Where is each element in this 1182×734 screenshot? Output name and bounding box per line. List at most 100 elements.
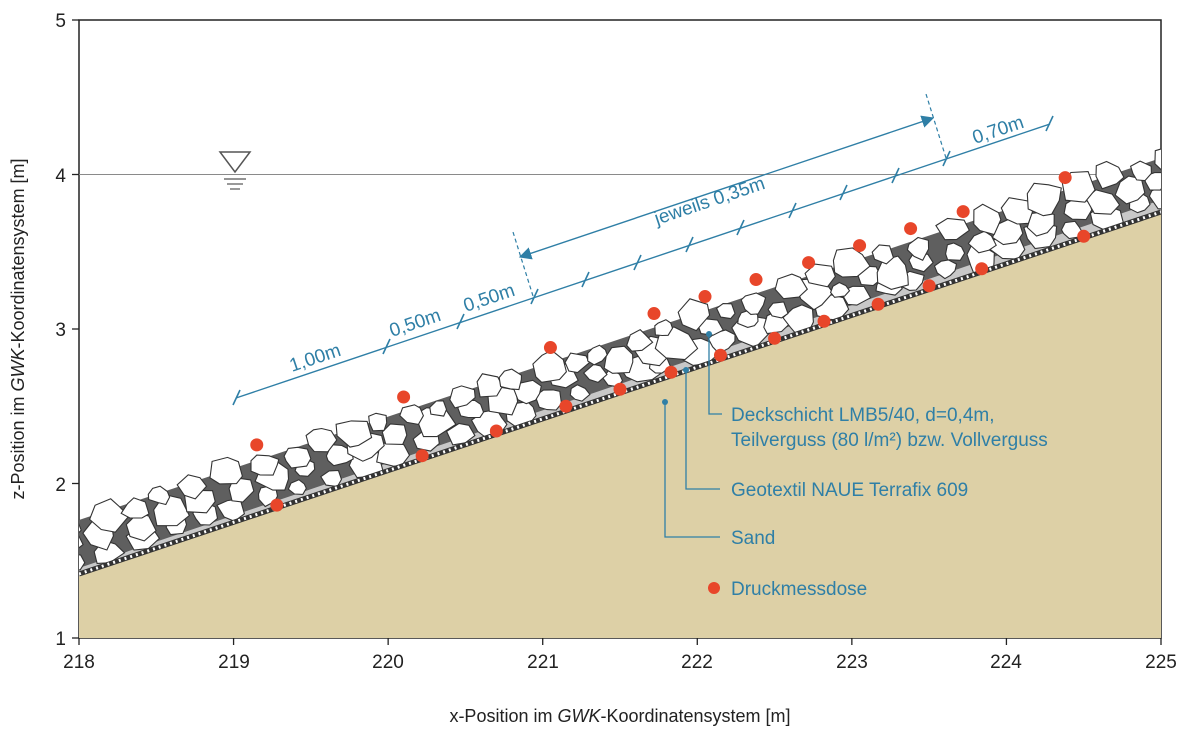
x-tick-label-224: 224 xyxy=(990,652,1022,673)
label-geotextil: Geotextil NAUE Terrafix 609 xyxy=(731,480,968,501)
armour-stone xyxy=(829,281,851,298)
y-tick-label-2: 2 xyxy=(55,475,66,496)
pressure-sensor-marker xyxy=(613,382,627,396)
label-deckschicht-1: Deckschicht LMB5/40, d=0,4m, xyxy=(731,405,995,426)
armour-stone xyxy=(740,292,767,315)
armour-stone xyxy=(498,368,523,391)
armour-stone xyxy=(209,456,244,485)
armour-stone xyxy=(79,535,84,549)
pressure-sensor-marker xyxy=(853,239,867,253)
pressure-sensor-marker xyxy=(871,297,885,311)
armour-stone xyxy=(933,259,958,280)
armour-stone xyxy=(429,400,448,417)
armour-stone xyxy=(945,242,966,261)
armour-stone xyxy=(176,474,208,500)
pressure-sensor-marker xyxy=(817,314,831,328)
pressure-sensor-marker xyxy=(250,438,264,452)
y-tick-label-5: 5 xyxy=(55,11,66,32)
armour-stone xyxy=(250,454,280,476)
armour-stone xyxy=(1095,160,1125,190)
label-sand: Sand xyxy=(731,528,775,549)
pressure-sensor-marker xyxy=(768,331,782,345)
pressure-sensor-marker xyxy=(270,498,284,512)
armour-stone xyxy=(449,385,476,409)
pressure-sensor-marker xyxy=(489,424,503,438)
pressure-sensor-marker xyxy=(647,307,661,321)
pressure-sensor-marker xyxy=(1058,171,1072,185)
pressure-sensor-marker xyxy=(956,205,970,219)
x-tick-label-220: 220 xyxy=(372,652,404,673)
legend-sensor-marker xyxy=(708,582,720,594)
armour-stone xyxy=(1129,160,1152,182)
armour-stone xyxy=(305,427,338,453)
pressure-sensor-marker xyxy=(698,290,712,304)
armour-stone xyxy=(283,446,312,469)
armour-stones xyxy=(79,148,1161,571)
armour-stone xyxy=(1148,185,1161,210)
y-tick-label-1: 1 xyxy=(55,629,66,650)
y-tick-label-3: 3 xyxy=(55,320,66,341)
armour-stone xyxy=(381,423,408,445)
armour-stone xyxy=(88,498,130,533)
sand-layer xyxy=(79,214,1161,638)
armour-stone xyxy=(147,485,171,506)
armour-stone xyxy=(476,373,504,398)
pressure-sensor-marker xyxy=(543,341,557,355)
armour-stone xyxy=(79,523,82,534)
armour-stone xyxy=(876,255,909,290)
armour-stone xyxy=(1060,220,1083,240)
armour-stone xyxy=(626,329,654,352)
armour-stone xyxy=(1154,148,1161,171)
armour-stone xyxy=(564,352,591,374)
pressure-sensor-marker xyxy=(713,348,727,362)
armour-stone xyxy=(804,263,836,288)
armour-stone xyxy=(335,420,373,448)
label-deckschicht-2: Teilverguss (80 l/m²) bzw. Vollverguss xyxy=(731,430,1048,451)
pressure-sensor-marker xyxy=(415,449,429,463)
armour-stone xyxy=(967,230,997,254)
water-level-icon xyxy=(218,151,252,190)
armour-stone xyxy=(79,554,86,571)
armour-stone xyxy=(582,363,608,384)
pressure-sensor-marker xyxy=(749,273,763,287)
pressure-sensor-marker xyxy=(559,399,573,413)
armour-stone xyxy=(569,384,591,402)
axis-ticks xyxy=(72,19,1162,645)
x-tick-label-219: 219 xyxy=(218,652,250,673)
armour-stone xyxy=(1026,182,1062,217)
pressure-sensor-marker xyxy=(904,222,918,236)
armour-stone xyxy=(120,497,150,519)
dimension-line xyxy=(232,93,1054,406)
armour-stone xyxy=(935,217,971,241)
pressure-sensor-marker xyxy=(975,262,989,276)
armour-stone xyxy=(677,298,711,332)
x-tick-label-222: 222 xyxy=(681,652,713,673)
x-tick-label-223: 223 xyxy=(836,652,868,673)
pressure-sensor-marker xyxy=(1077,229,1091,243)
x-tick-label-218: 218 xyxy=(63,652,95,673)
pressure-sensor-marker xyxy=(664,365,678,379)
armour-stone xyxy=(715,303,736,320)
armour-stone xyxy=(654,319,674,337)
armour-stone xyxy=(774,273,809,300)
armour-stone xyxy=(287,479,307,495)
x-tick-label-221: 221 xyxy=(527,652,559,673)
y-axis-title: z-Position im GWK-Koordinatensystem [m] xyxy=(8,158,28,499)
pressure-sensor-marker xyxy=(802,256,816,270)
label-druckmessdose: Druckmessdose xyxy=(731,579,867,600)
x-tick-label-225: 225 xyxy=(1145,652,1177,673)
armour-stone xyxy=(973,203,1002,236)
leader-lines xyxy=(662,331,722,538)
armour-stone xyxy=(707,329,736,355)
pressure-sensor-marker xyxy=(922,279,936,293)
x-axis-title: x-Position im GWK-Koordinatensystem [m] xyxy=(449,706,790,726)
armour-stone xyxy=(399,404,425,426)
armour-stone xyxy=(532,349,568,383)
armour-stone xyxy=(587,344,608,366)
armour-stone xyxy=(767,301,789,319)
pressure-sensor-marker xyxy=(397,390,411,404)
y-tick-label-4: 4 xyxy=(55,166,66,187)
armour-stone xyxy=(368,412,388,432)
